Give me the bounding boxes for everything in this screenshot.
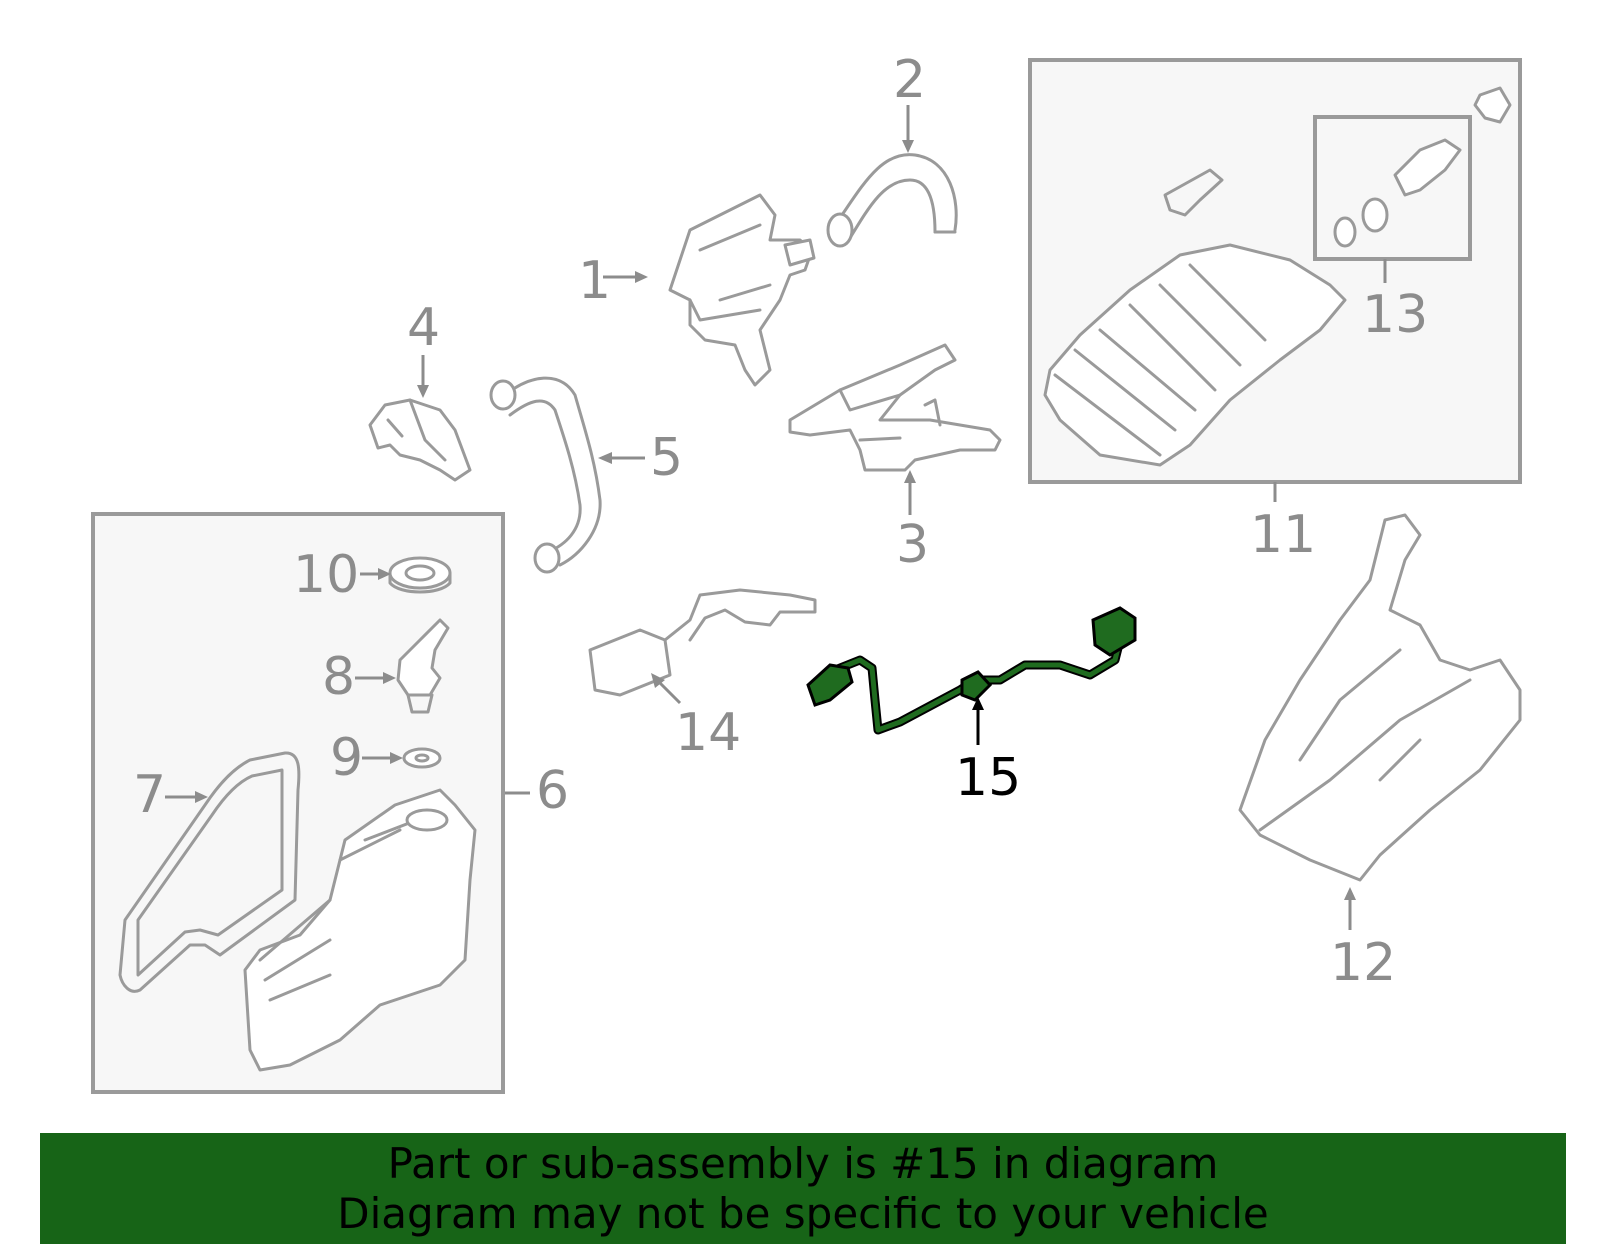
part-10-cap[interactable] — [388, 556, 452, 594]
callout-label-7: 7 — [133, 765, 166, 825]
callout-label-4: 4 — [407, 298, 440, 358]
part-8-elbow[interactable] — [396, 618, 450, 714]
callout-label-2: 2 — [893, 50, 926, 110]
part-12-shield[interactable] — [1238, 513, 1522, 882]
part-11-canister[interactable] — [1043, 168, 1347, 467]
leader-arrow-14 — [651, 673, 682, 705]
leader-arrow-1 — [603, 271, 648, 283]
leader-arrow-10 — [360, 568, 391, 580]
banner-line-2: Diagram may not be specific to your vehi… — [337, 1188, 1269, 1238]
part-4-sensor[interactable] — [368, 398, 472, 482]
leader-arrow-7 — [165, 791, 208, 803]
leader-arrow-12 — [1344, 887, 1356, 930]
callout-label-8: 8 — [322, 647, 355, 707]
callout-label-10: 10 — [293, 545, 359, 605]
callout-label-15: 15 — [955, 748, 1021, 808]
leader-arrow-2 — [902, 105, 914, 153]
part-2-hose[interactable] — [826, 153, 958, 248]
part-5-hose[interactable] — [489, 376, 602, 574]
leader-arrow-4 — [417, 355, 429, 398]
callout-label-11: 11 — [1250, 505, 1316, 565]
callout-label-13: 13 — [1362, 285, 1428, 345]
parts-diagram: 1 2 3 4 5 6 7 8 9 10 11 12 13 14 15 — [91, 50, 1522, 1094]
info-banner: Part or sub-assembly is #15 in diagram D… — [40, 1133, 1566, 1244]
callout-label-3: 3 — [896, 515, 929, 575]
part-15-sensor-harness[interactable] — [806, 606, 1137, 735]
callout-label-9: 9 — [330, 728, 363, 788]
leader-arrow-8 — [355, 672, 396, 684]
part-9-washer[interactable] — [402, 747, 442, 769]
leader-arrow-5 — [598, 452, 645, 464]
callout-label-1: 1 — [578, 251, 611, 311]
part-14-connector[interactable] — [588, 588, 817, 697]
callout-label-5: 5 — [650, 428, 683, 488]
callout-label-12: 12 — [1330, 933, 1396, 993]
callout-label-14: 14 — [675, 703, 741, 763]
part-6-reservoir[interactable] — [243, 788, 477, 1072]
part-1-pump[interactable] — [668, 193, 816, 387]
leader-arrow-9 — [362, 752, 403, 764]
callout-label-6: 6 — [536, 761, 569, 821]
part-3-bracket[interactable] — [788, 343, 1002, 472]
leader-arrow-3 — [904, 470, 916, 515]
part-13-valve[interactable] — [1333, 86, 1512, 248]
leader-arrow-15 — [972, 697, 984, 745]
part-7-gasket[interactable] — [118, 751, 301, 993]
banner-line-1: Part or sub-assembly is #15 in diagram — [387, 1138, 1219, 1188]
